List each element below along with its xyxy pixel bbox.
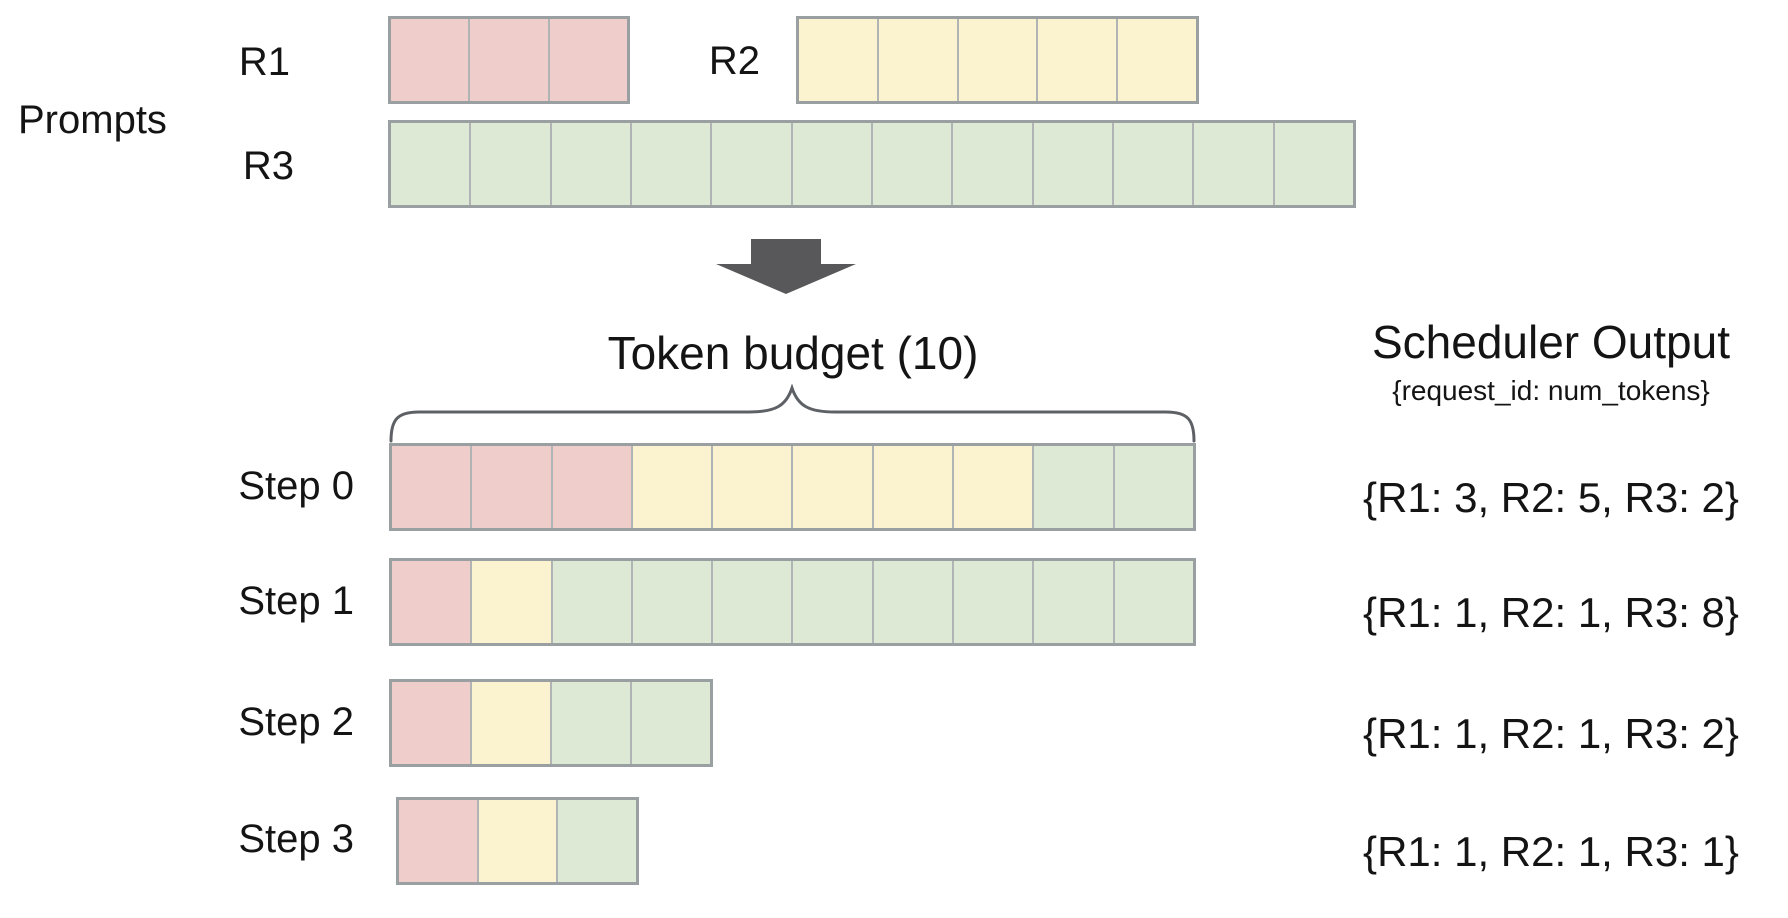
curly-brace-icon — [389, 384, 1196, 443]
token-cell-r2 — [1116, 19, 1196, 101]
token-cell-r1 — [391, 19, 469, 101]
step-0-scheduler-output: {R1: 3, R2: 5, R3: 2} — [1363, 474, 1739, 521]
token-cell-r1 — [470, 446, 551, 528]
token-cell-r3 — [1192, 123, 1273, 205]
step-1-label: Step 1 — [238, 579, 354, 623]
token-cell-r2 — [871, 446, 953, 528]
request-r2-label: R2 — [708, 39, 760, 83]
token-cell-r3 — [550, 682, 630, 764]
step-3-label: Step 3 — [238, 817, 354, 861]
token-cell-r2 — [956, 19, 1037, 101]
token-cell-r2 — [799, 19, 877, 101]
curly-brace-path — [389, 384, 1196, 443]
token-cell-r1 — [392, 446, 471, 528]
token-cell-r1 — [547, 19, 627, 101]
token-cell-r2 — [476, 800, 557, 882]
request-r3-label: R3 — [242, 144, 294, 188]
token-cell-r1 — [550, 446, 631, 528]
down-arrow-shape — [716, 239, 856, 294]
token-cell-r3 — [1111, 123, 1193, 205]
step-3-scheduler-output: {R1: 1, R2: 1, R3: 1} — [1363, 828, 1739, 875]
token-cell-r1 — [468, 19, 548, 101]
token-cell-r3 — [630, 561, 712, 643]
step-2-label: Step 2 — [238, 700, 354, 744]
token-cell-r2 — [952, 446, 1033, 528]
token-cell-r1 — [392, 682, 470, 764]
step-0-label: Step 0 — [238, 464, 354, 508]
step-0-row — [389, 443, 1196, 531]
token-cell-r2 — [1036, 19, 1117, 101]
token-cell-r2 — [791, 446, 872, 528]
token-cell-r3 — [469, 123, 550, 205]
token-cell-r2 — [630, 446, 712, 528]
token-cell-r3 — [550, 561, 631, 643]
token-cell-r3 — [549, 123, 630, 205]
token-cell-r3 — [870, 123, 952, 205]
token-cell-r1 — [399, 800, 477, 882]
token-cell-r2 — [876, 19, 957, 101]
token-cell-r3 — [951, 123, 1032, 205]
token-cell-r3 — [1112, 561, 1193, 643]
token-cell-r3 — [790, 123, 871, 205]
down-arrow-icon — [716, 239, 856, 294]
token-cell-r3 — [711, 561, 792, 643]
token-cell-r3 — [952, 561, 1033, 643]
prompts-section-label: Prompts — [18, 98, 167, 142]
token-budget-title: Token budget (10) — [607, 327, 979, 379]
token-cell-r3 — [1272, 123, 1353, 205]
token-cell-r3 — [391, 123, 470, 205]
request-r1-label: R1 — [238, 40, 290, 84]
step-3-row — [396, 797, 639, 885]
prompt-row-r1 — [388, 16, 630, 104]
token-cell-r2 — [470, 682, 550, 764]
step-2-row — [389, 679, 713, 767]
scheduler-output-subtitle: {request_id: num_tokens} — [1392, 375, 1710, 406]
step-1-row — [389, 558, 1196, 646]
prompt-row-r3 — [388, 120, 1356, 208]
token-cell-r2 — [470, 561, 551, 643]
token-cell-r1 — [392, 561, 471, 643]
scheduler-output-title: Scheduler Output — [1371, 316, 1730, 368]
prompt-row-r2 — [796, 16, 1199, 104]
token-cell-r2 — [711, 446, 792, 528]
token-cell-r3 — [629, 123, 711, 205]
step-2-scheduler-output: {R1: 1, R2: 1, R3: 2} — [1363, 710, 1739, 757]
token-cell-r3 — [1031, 123, 1112, 205]
token-cell-r3 — [871, 561, 953, 643]
token-cell-r3 — [1112, 446, 1193, 528]
token-cell-r3 — [791, 561, 872, 643]
token-cell-r3 — [556, 800, 637, 882]
token-cell-r3 — [1032, 561, 1113, 643]
token-cell-r3 — [630, 682, 710, 764]
step-1-scheduler-output: {R1: 1, R2: 1, R3: 8} — [1363, 589, 1739, 636]
token-cell-r3 — [710, 123, 791, 205]
token-cell-r3 — [1032, 446, 1113, 528]
